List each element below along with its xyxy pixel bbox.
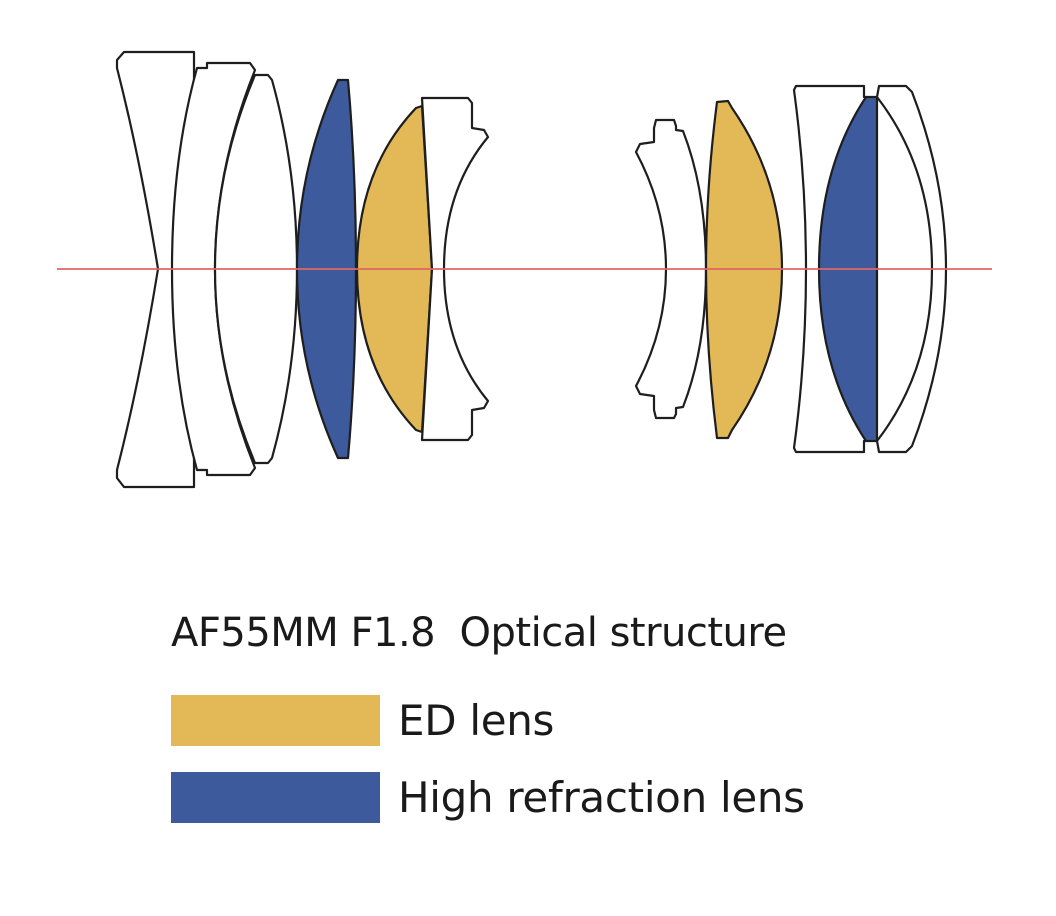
optical-structure-diagram	[57, 50, 992, 489]
legend-item-high-refraction: High refraction lens	[171, 772, 805, 823]
ed-lens-swatch	[171, 695, 380, 746]
high-refraction-lens-swatch	[171, 772, 380, 823]
diagram-title: AF55MM F1.8 Optical structure	[171, 610, 787, 656]
legend-item-ed: ED lens	[171, 695, 554, 746]
high-refraction-lens-label: High refraction lens	[398, 773, 805, 822]
ed-lens-label: ED lens	[398, 696, 555, 745]
lens-element-1	[115, 50, 196, 489]
lens-element-11	[875, 84, 948, 454]
